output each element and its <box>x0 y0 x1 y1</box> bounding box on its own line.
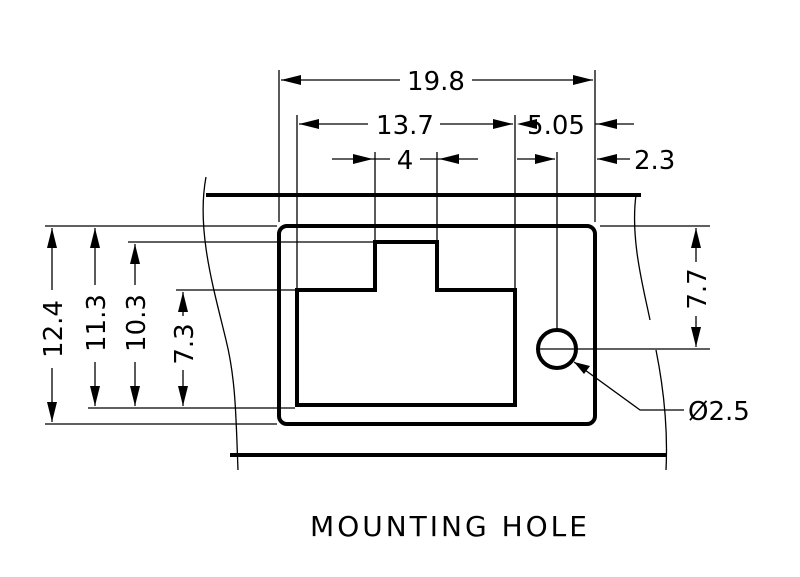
dim-inner-height: 11.3 <box>82 228 112 406</box>
dim-overall-width: 19.8 <box>281 67 593 97</box>
left-break-line <box>202 176 239 471</box>
dim-hole-height: 7.7 <box>683 228 713 347</box>
dim-hole-offset: 5.05 <box>517 111 634 141</box>
dim-tab-width: 4 <box>332 146 478 176</box>
dim-label-opening-width: 13.7 <box>376 111 434 141</box>
dim-label-opening-height: 10.3 <box>122 294 152 352</box>
dim-label-lower-height: 7.3 <box>170 323 200 364</box>
dim-label-overall-height: 12.4 <box>39 300 69 358</box>
dim-opening-width: 13.7 <box>299 111 513 141</box>
dim-opening-height: 10.3 <box>122 244 152 406</box>
panel-outline <box>202 176 668 471</box>
dim-label-hole-offset: 5.05 <box>527 111 585 141</box>
dim-label-hole-height: 7.7 <box>683 268 713 309</box>
dim-label-overall-width: 19.8 <box>407 67 465 97</box>
dim-label-hole-edge: 2.3 <box>634 146 675 176</box>
dim-overall-height: 12.4 <box>39 228 69 422</box>
dim-hole-edge: 2.3 <box>517 146 675 176</box>
drawing-title: MOUNTING HOLE <box>310 510 590 543</box>
dim-label-tab-width: 4 <box>397 146 414 176</box>
connector-opening <box>295 240 517 407</box>
right-break-line-top <box>633 194 651 321</box>
dim-hole-diameter: Ø2.5 <box>573 361 750 427</box>
dim-lower-height: 7.3 <box>170 292 200 406</box>
dim-label-hole-diameter: Ø2.5 <box>688 397 750 427</box>
dim-label-inner-height: 11.3 <box>82 294 112 352</box>
extension-lines <box>278 70 596 330</box>
extension-lines-horizontal <box>45 225 710 425</box>
